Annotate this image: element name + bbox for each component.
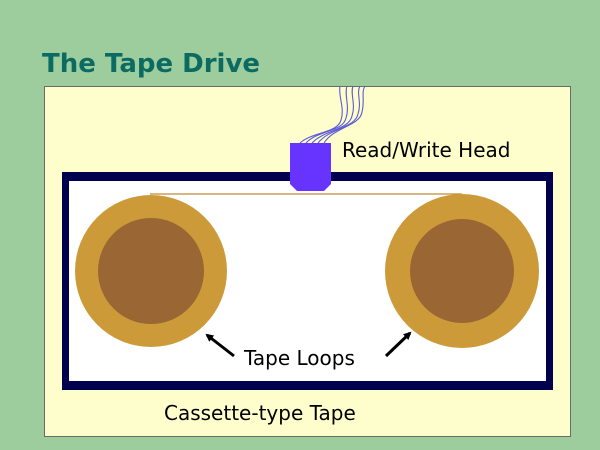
read-write-head-label: Read/Write Head — [342, 138, 511, 162]
left-loop-arrow — [205, 333, 235, 358]
head-wires — [299, 85, 366, 144]
tape-loops-label: Tape Loops — [244, 346, 355, 370]
left-reel-hub — [98, 218, 204, 324]
cassette-tape-label: Cassette-type Tape — [164, 401, 356, 425]
read-write-head — [290, 143, 331, 191]
right-reel-hub — [410, 219, 514, 323]
slide-title: The Tape Drive — [42, 49, 261, 79]
right-loop-arrow — [384, 331, 412, 358]
